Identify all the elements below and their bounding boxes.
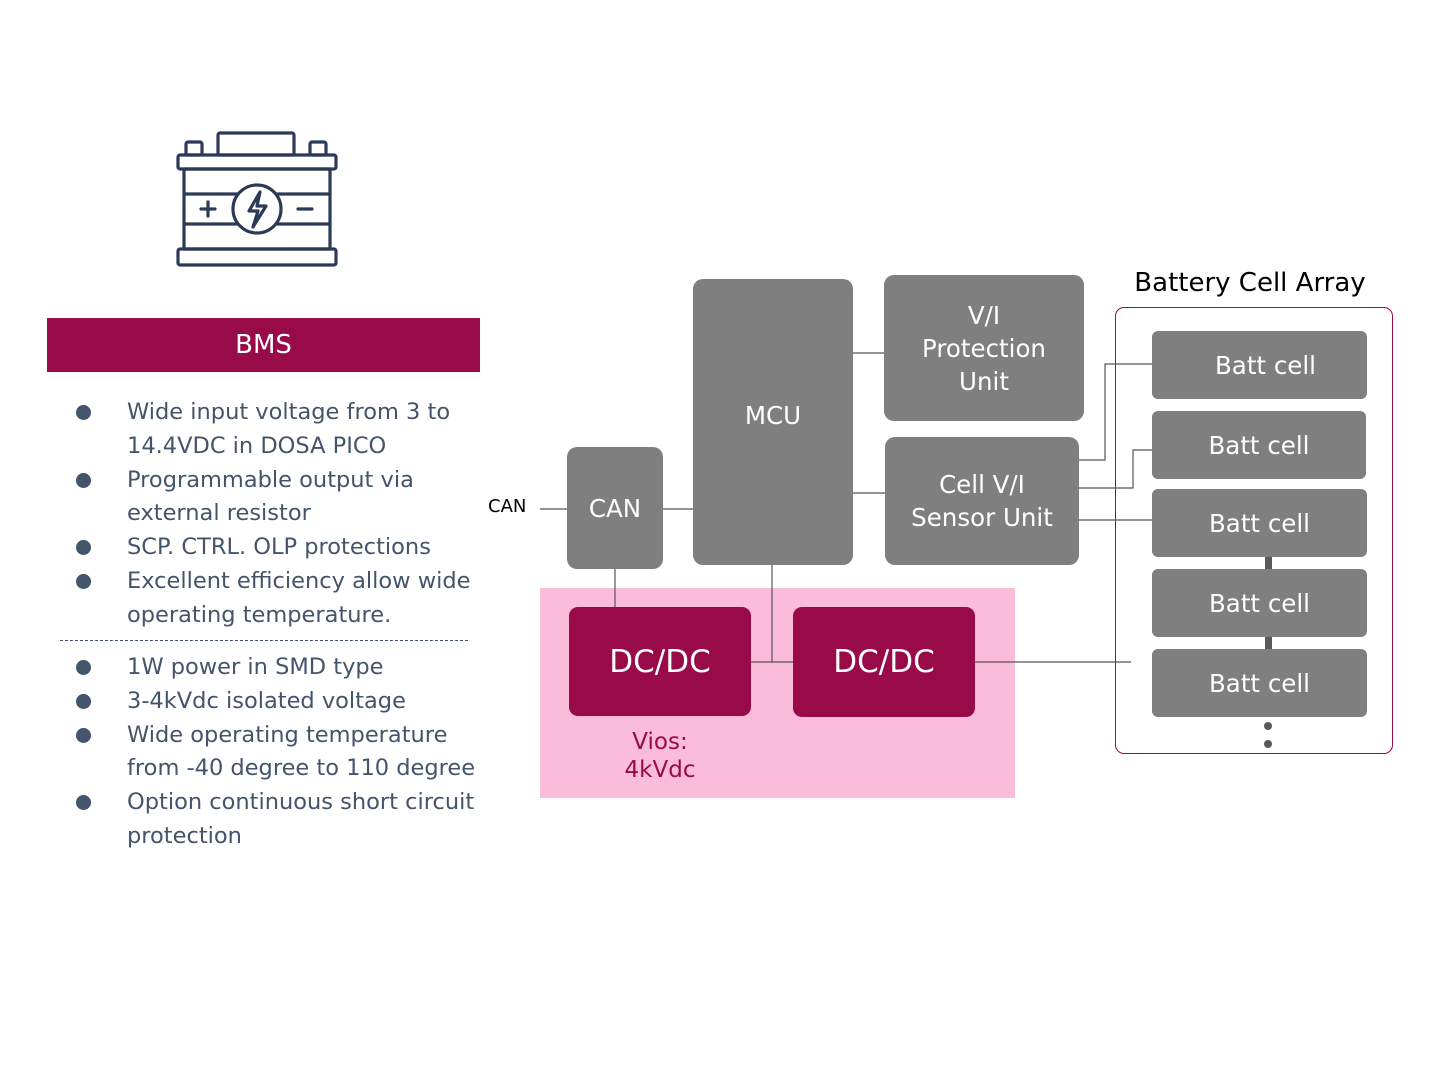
batt-cell: Batt cell xyxy=(1152,489,1367,557)
batt-cell: Batt cell xyxy=(1152,649,1367,717)
bullet-icon xyxy=(76,693,91,709)
dcdc-left-block: DC/DC xyxy=(569,607,751,716)
feature-item: Wide input voltage from 3 to 14.4VDC in … xyxy=(47,396,507,464)
feature-item: 1W power in SMD type xyxy=(47,651,477,685)
bullet-icon xyxy=(76,540,91,556)
bms-header: BMS xyxy=(47,318,480,372)
feature-item: Option continuous short circuit protecti… xyxy=(47,786,497,854)
protection-unit-block: V/I Protection Unit xyxy=(884,275,1084,421)
bullet-icon xyxy=(76,727,91,743)
feature-item: Wide operating temperature from -40 degr… xyxy=(47,719,497,787)
dcdc-right-label: DC/DC xyxy=(833,644,935,680)
feature-item: 3-4kVdc isolated voltage xyxy=(47,685,477,719)
battery-icon xyxy=(176,131,338,267)
batt-cell: Batt cell xyxy=(1152,411,1366,479)
dcdc-right-block: DC/DC xyxy=(793,607,975,717)
feature-item: Excellent efficiency allow wide operatin… xyxy=(47,565,477,633)
bullet-icon xyxy=(76,660,91,675)
bullet-icon xyxy=(76,795,91,811)
protection-unit-label: V/I Protection Unit xyxy=(922,300,1046,396)
mcu-label: MCU xyxy=(744,401,802,430)
sensor-unit-block: Cell V/I Sensor Unit xyxy=(885,437,1079,565)
can-block-label: CAN xyxy=(588,493,642,523)
battery-cell-array-title: Battery Cell Array xyxy=(1134,268,1366,298)
batt-cell: Batt cell xyxy=(1152,569,1367,637)
feature-list-primary: Wide input voltage from 3 to 14.4VDC in … xyxy=(47,396,477,633)
bullet-icon xyxy=(76,472,91,488)
battery-cell-array-frame xyxy=(1115,307,1393,754)
mcu-block: MCU xyxy=(693,279,853,565)
section-divider xyxy=(60,640,468,641)
feature-item: SCP. CTRL. OLP protections xyxy=(47,531,477,565)
feature-list-secondary: 1W power in SMD type 3-4kVdc isolated vo… xyxy=(47,651,477,854)
isolation-voltage-label: Vios: 4kVdc xyxy=(624,729,696,783)
bms-title: BMS xyxy=(235,330,292,360)
dcdc-left-label: DC/DC xyxy=(609,643,711,680)
sensor-unit-label: Cell V/I Sensor Unit xyxy=(911,470,1053,532)
bullet-icon xyxy=(76,405,91,420)
feature-item: Programmable output via external resisto… xyxy=(47,464,507,532)
can-block: CAN xyxy=(567,447,663,569)
can-input-label: CAN xyxy=(488,496,527,517)
bullet-icon xyxy=(76,573,91,589)
batt-cell: Batt cell xyxy=(1152,331,1367,399)
